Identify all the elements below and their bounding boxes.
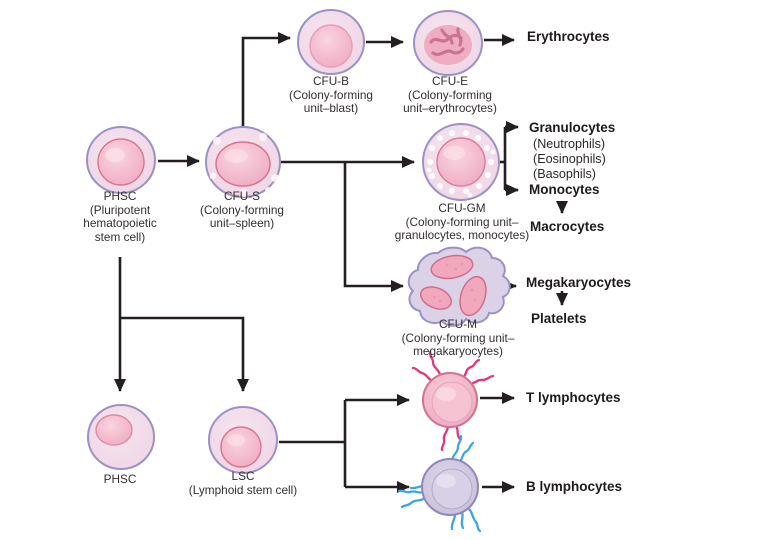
cfu-e-title: CFU-E bbox=[431, 74, 469, 88]
monocytes-label: Monocytes bbox=[529, 182, 600, 197]
cfu-s-desc-line: unit–spleen) bbox=[209, 216, 275, 231]
b-lymphocyte-cell bbox=[397, 434, 482, 533]
cfu-s-title: CFU-S bbox=[223, 189, 261, 203]
cfu-s-desc-line: (Colony-forming bbox=[200, 202, 284, 217]
phsc-label: PHSC (Pluripotent hematopoietic stem cel… bbox=[50, 189, 190, 244]
cfu-gm-desc-line: granulocytes, monocytes) bbox=[394, 228, 530, 243]
cfu-m-desc-line: megakaryocytes) bbox=[413, 344, 503, 359]
phsc-desc-line: stem cell) bbox=[94, 229, 146, 244]
arrow-branch-to-cfum bbox=[343, 162, 404, 292]
arrow-cfus-to-cfub bbox=[241, 32, 291, 128]
cfu-b-cell bbox=[297, 9, 365, 75]
phsc-title: PHSC bbox=[103, 189, 137, 203]
t-lymphocytes-label: T lymphocytes bbox=[526, 390, 621, 405]
lsc-cell bbox=[208, 406, 278, 474]
lsc-desc-line: (Lymphoid stem cell) bbox=[188, 482, 298, 497]
cfu-e-label: CFU-E (Colony-forming unit–erythrocytes) bbox=[365, 74, 535, 116]
erythrocytes-label: Erythrocytes bbox=[527, 29, 610, 44]
cfu-b-title: CFU-B bbox=[312, 74, 350, 88]
phsc-bottom-label: PHSC bbox=[80, 472, 160, 487]
cfu-s-cell bbox=[205, 126, 281, 198]
cfu-s-label: CFU-S (Colony-forming unit–spleen) bbox=[167, 189, 317, 231]
cfu-gm-title: CFU-GM bbox=[438, 201, 486, 215]
phsc-bottom-title: PHSC bbox=[103, 472, 137, 486]
cfu-e-cell bbox=[413, 10, 483, 76]
cfu-gm-desc-line: (Colony-forming unit– bbox=[405, 214, 519, 229]
neutrophils-label: (Neutrophils) bbox=[533, 137, 606, 151]
lsc-title: LSC bbox=[231, 469, 255, 483]
megakaryocytes-label: Megakaryocytes bbox=[526, 275, 632, 290]
b-cell-receptors bbox=[397, 434, 482, 533]
macrocytes-label: Macrocytes bbox=[530, 219, 605, 234]
cfu-gm-cell bbox=[422, 123, 500, 201]
platelets-label: Platelets bbox=[531, 311, 587, 326]
lsc-label: LSC (Lymphoid stem cell) bbox=[153, 469, 333, 497]
cfu-b-desc-line: unit–blast) bbox=[303, 101, 359, 116]
phsc-cell bbox=[86, 126, 156, 194]
basophils-label: (Basophils) bbox=[533, 167, 596, 181]
cfu-m-label: CFU-M (Colony-forming unit– megakaryocyt… bbox=[353, 317, 563, 359]
cfu-b-label: CFU-B (Colony-forming unit–blast) bbox=[256, 74, 406, 116]
cfu-m-title: CFU-M bbox=[438, 317, 477, 331]
granulocytes-label: Granulocytes bbox=[529, 120, 616, 135]
cfu-b-desc-line: (Colony-forming bbox=[289, 87, 373, 102]
cfu-m-desc-line: (Colony-forming unit– bbox=[401, 330, 515, 345]
phsc-bottom-cell bbox=[87, 404, 155, 470]
cfu-gm-label: CFU-GM (Colony-forming unit– granulocyte… bbox=[357, 201, 567, 243]
phsc-desc-line: hematopoietic bbox=[83, 216, 157, 231]
cfu-e-desc-line: unit–erythrocytes) bbox=[403, 101, 497, 116]
t-lymphocyte-cell bbox=[411, 350, 495, 452]
granulocyte-types: (Neutrophils) (Eosinophils) (Basophils) bbox=[533, 137, 606, 182]
cfu-m-cell bbox=[407, 246, 511, 327]
phsc-desc-line: (Pluripotent bbox=[89, 202, 151, 217]
cfu-e-desc-line: (Colony-forming bbox=[408, 87, 492, 102]
b-lymphocytes-label: B lymphocytes bbox=[526, 479, 623, 494]
arrow-phsc-branch-to-lsc bbox=[120, 316, 249, 392]
eosinophils-label: (Eosinophils) bbox=[533, 152, 606, 166]
